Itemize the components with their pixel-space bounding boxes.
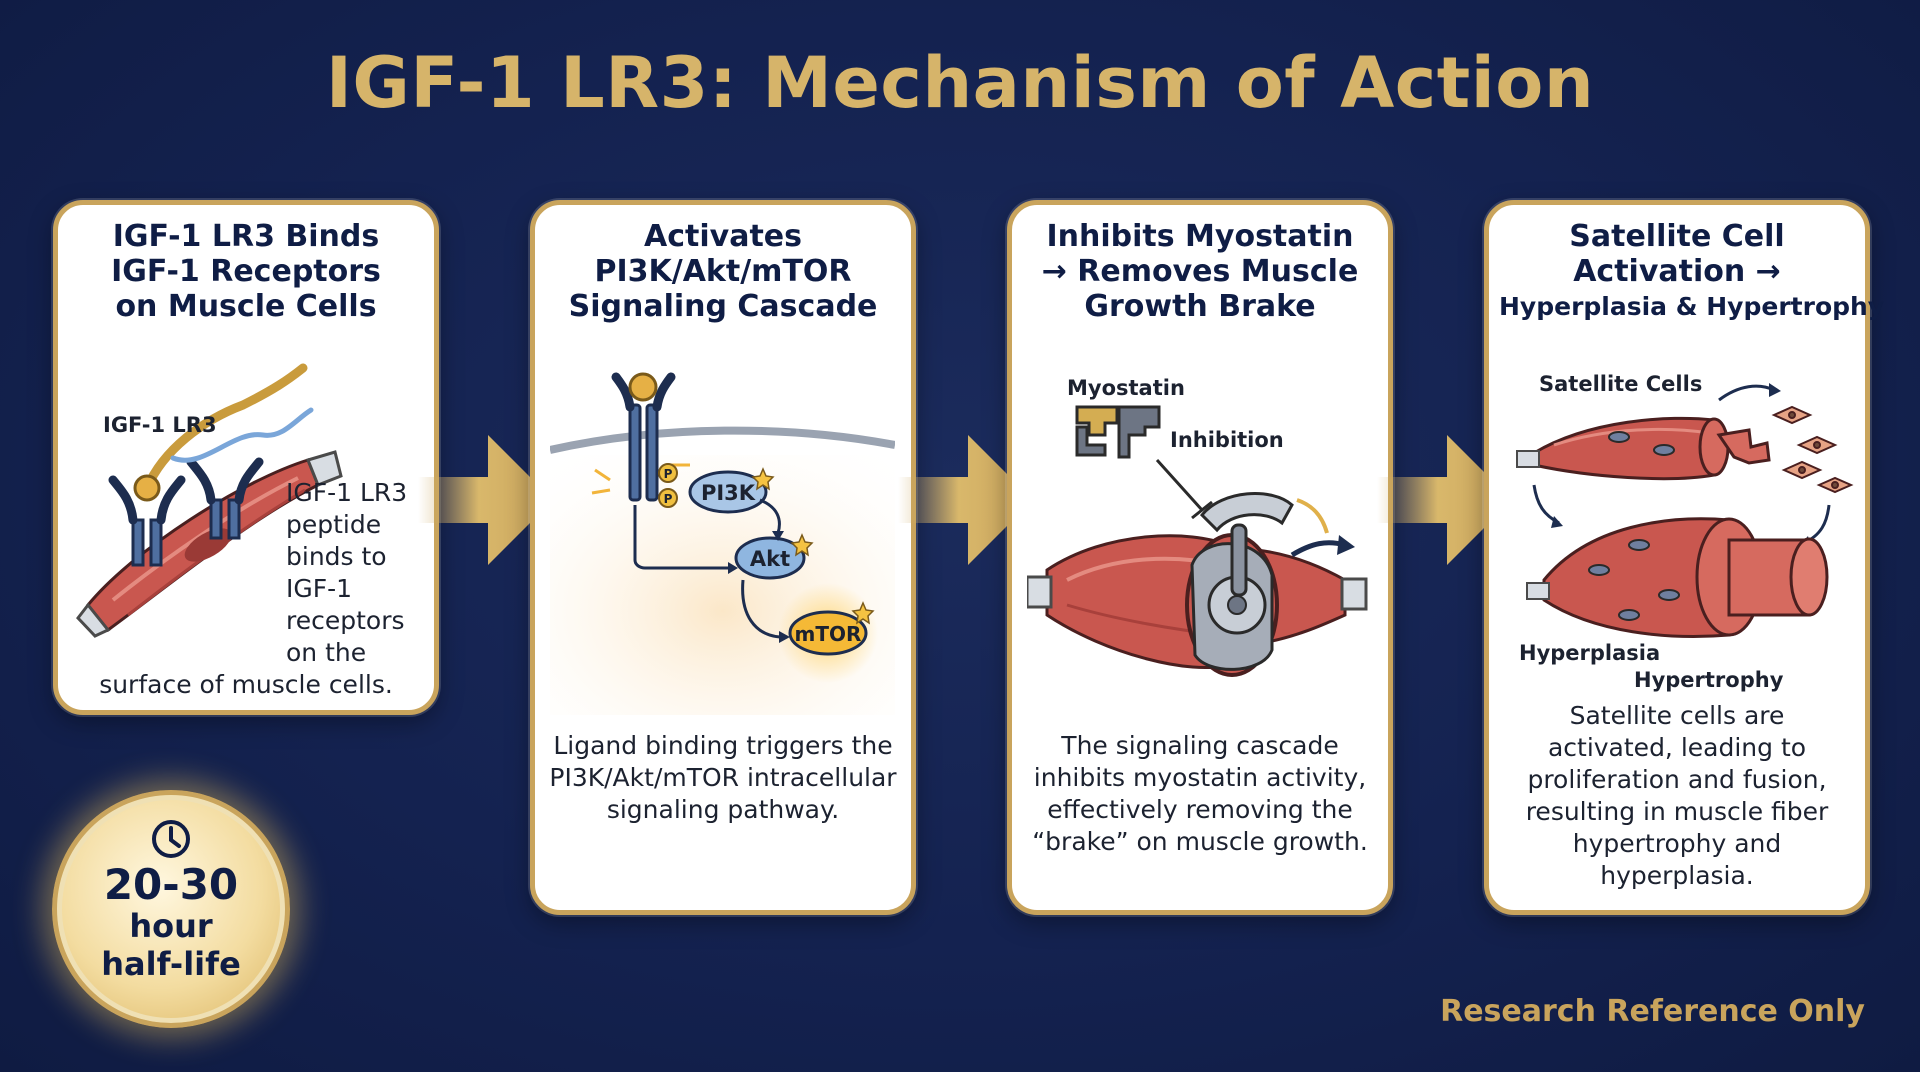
svg-text:P: P	[664, 492, 673, 506]
brake-gear-icon	[1185, 492, 1294, 677]
phosphate-icon	[658, 463, 678, 483]
step-card-satellite-activation: Satellite Cell Activation → Hyperplasia …	[1484, 200, 1885, 915]
ligand-peptide-icon	[133, 363, 314, 502]
footer-disclaimer: Research Reference Only	[1440, 994, 1865, 1029]
signaling-cascade-illustration: P P PI3K Akt mTOR	[550, 372, 895, 715]
inhibition-line-icon	[1155, 458, 1204, 512]
flow-arrow-icon	[898, 435, 1033, 565]
receptor-binding-illustration: IGF-1 LR3	[76, 363, 343, 638]
step-title: Satellite Cell Activation → Hyperplasia …	[1499, 219, 1885, 321]
cycle-arrow-icon	[1718, 384, 1775, 402]
activation-star-icon	[751, 467, 775, 491]
half-life-value: 20-30	[103, 860, 239, 909]
pi3k-node	[688, 470, 768, 514]
satellite-cell-icon	[1771, 405, 1854, 494]
step-title: IGF-1 LR3 Binds IGF-1 Receptors on Muscl…	[111, 219, 381, 324]
page-title: IGF-1 LR3: Mechanism of Action	[325, 42, 1595, 124]
svg-text:mTOR: mTOR	[795, 622, 862, 646]
step-title: Inhibits Myostatin → Removes Muscle Grow…	[1041, 219, 1359, 324]
step-card-signaling-cascade: Activates PI3K/Akt/mTOR Signaling Cascad…	[530, 200, 916, 915]
half-life-unit: hour half-life	[101, 907, 241, 983]
myostatin-protein-icon	[1075, 405, 1161, 459]
inhibition-label: Inhibition	[1170, 428, 1284, 452]
svg-text:P: P	[664, 467, 673, 481]
flow-arrow-icon	[1377, 435, 1512, 565]
svg-text:Akt: Akt	[750, 547, 790, 571]
receptor-icon	[108, 457, 264, 567]
clock-icon	[152, 820, 190, 858]
muscle-fiber-icon	[1516, 416, 1771, 481]
myostatin-label: Myostatin	[1067, 376, 1185, 400]
satellite-cell-illustration: Satellite Cells	[1516, 372, 1854, 692]
cell-membrane-icon	[550, 426, 895, 454]
receptor-icon	[611, 372, 676, 502]
step-description: Ligand binding triggers the PI3K/Akt/mTO…	[549, 731, 897, 824]
ligand-label: IGF-1 LR3	[103, 413, 217, 437]
step-card-receptor-binding: IGF-1 LR3 Binds IGF-1 Receptors on Muscl…	[53, 200, 439, 715]
muscle-fiber-icon	[1526, 517, 1829, 638]
phosphate-icon	[658, 488, 678, 508]
step-card-myostatin-inhibition: Inhibits Myostatin → Removes Muscle Grow…	[1007, 200, 1393, 915]
satellite-cells-label: Satellite Cells	[1539, 372, 1702, 396]
svg-text:PI3K: PI3K	[701, 481, 756, 505]
hypertrophy-label: Hypertrophy	[1634, 668, 1784, 692]
half-life-badge: 20-30 hour half-life	[52, 790, 290, 1028]
pathway-arrow-icon	[633, 505, 728, 570]
flow-arrow-icon	[418, 435, 553, 565]
hyperplasia-label: Hyperplasia	[1519, 641, 1660, 665]
step-description: Satellite cells are activated, leading t…	[1525, 701, 1829, 890]
ligand-icon	[628, 372, 658, 402]
step-description: The signaling cascade inhibits myostatin…	[1032, 731, 1368, 856]
release-arrow-icon	[1296, 498, 1329, 534]
akt-node	[734, 536, 806, 580]
mtor-node	[788, 610, 868, 656]
myostatin-inhibition-illustration: Myostatin Inhibition	[1027, 376, 1368, 677]
muscle-fiber-icon	[1027, 534, 1368, 669]
step-title: Activates PI3K/Akt/mTOR Signaling Cascad…	[568, 219, 878, 324]
